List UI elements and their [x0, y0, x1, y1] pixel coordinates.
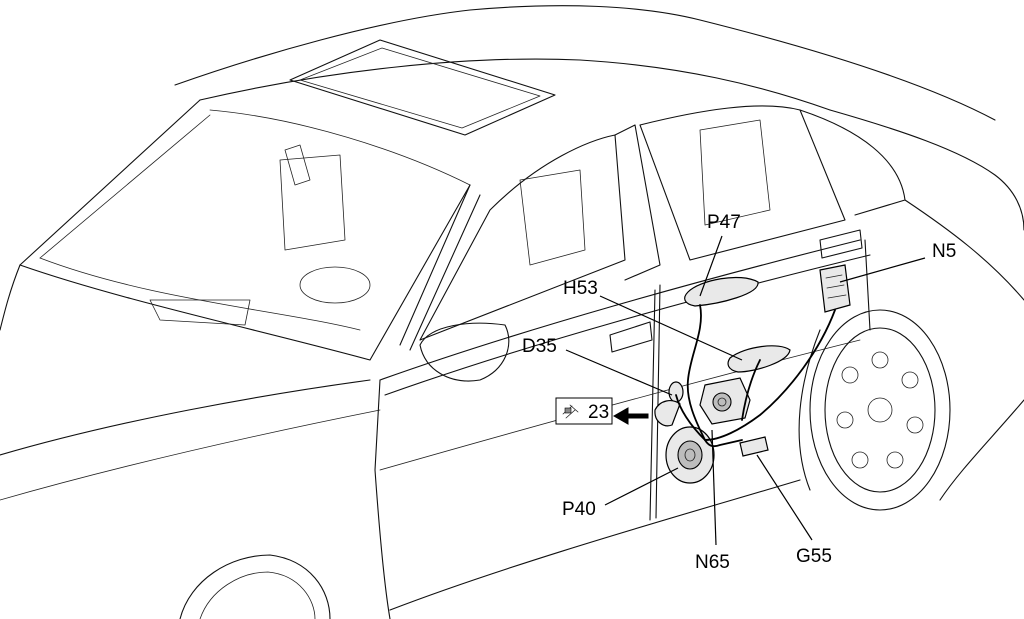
- p47-handle: [684, 276, 759, 307]
- arrow-left-icon: [612, 407, 649, 425]
- n5-module: [819, 264, 851, 313]
- label-p47: P47: [707, 212, 741, 233]
- regulator-motor: [699, 377, 751, 425]
- reference-number: 23: [588, 402, 609, 423]
- front-wheel: [179, 554, 331, 619]
- d35-connector: [654, 381, 684, 427]
- g55-switch: [739, 436, 769, 457]
- p40-speaker: [665, 426, 715, 484]
- h53-handle: [727, 345, 791, 373]
- wiring-harness: [675, 304, 836, 448]
- car-body: [0, 5, 1024, 619]
- component-labels: P47 N5 H53 D35 P40 N65 G55: [522, 212, 956, 573]
- label-p40: P40: [562, 499, 596, 520]
- label-h53: H53: [563, 278, 598, 299]
- leader-lines: [565, 235, 926, 546]
- label-d35: D35: [522, 336, 557, 357]
- label-n65: N65: [695, 552, 730, 573]
- label-g55: G55: [796, 546, 832, 567]
- label-n5: N5: [932, 241, 956, 262]
- rear-wheel: [798, 309, 951, 511]
- reference-23: 23: [555, 397, 613, 425]
